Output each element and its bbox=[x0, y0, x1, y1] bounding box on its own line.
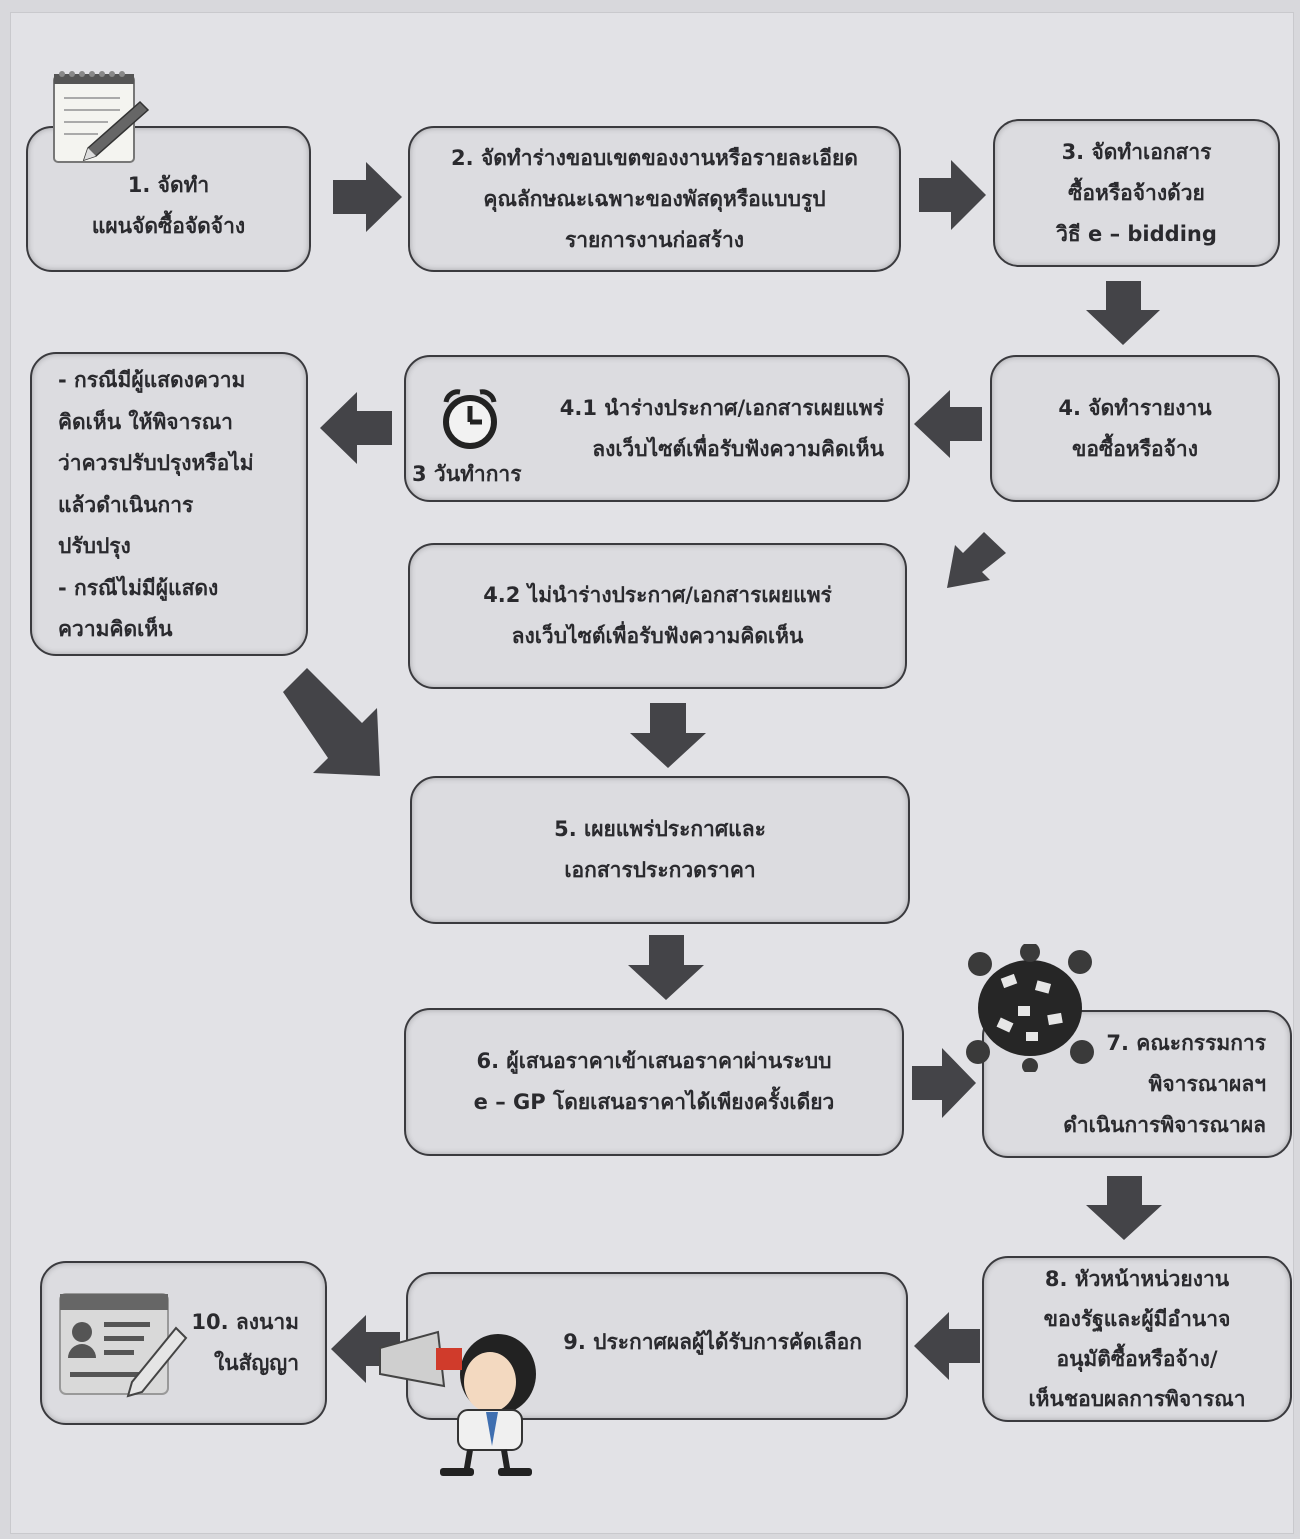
step-2-line-3: รายการงานก่อสร้าง bbox=[564, 227, 745, 252]
step-8-line-4: เห็นชอบผลการพิจารณา bbox=[1028, 1387, 1246, 1411]
arrow-7-to-8 bbox=[1086, 1176, 1162, 1240]
arrow-4-2-to-5 bbox=[630, 703, 706, 768]
step-10-line-2: ในสัญญา bbox=[213, 1351, 299, 1375]
comment-line-7: ความคิดเห็น bbox=[58, 617, 173, 641]
comment-line-3: ว่าควรปรับปรุงหรือไม่ bbox=[58, 451, 254, 475]
megaphone-man-icon bbox=[379, 1330, 536, 1476]
step-8-line-2: ของรัฐและผู้มีอำนาจ bbox=[1043, 1307, 1231, 1331]
step-6-box: 6. ผู้เสนอราคาเข้าเสนอราคาผ่านระบบ e – G… bbox=[404, 1008, 904, 1156]
step-4-line-2: ขอซื้อหรือจ้าง bbox=[1072, 436, 1198, 461]
step-8-line-1: 8. หัวหน้าหน่วยงาน bbox=[1044, 1267, 1230, 1291]
arrow-4-1-to-comment bbox=[320, 392, 392, 464]
comment-line-5: ปรับปรุง bbox=[58, 534, 131, 558]
step-4-1-line-2: ลงเว็บไซต์เพื่อรับฟังความคิดเห็น bbox=[592, 436, 884, 461]
alarm-clock-icon bbox=[443, 389, 497, 449]
step-4-2-line-2: ลงเว็บไซต์เพื่อรับฟังความคิดเห็น bbox=[511, 624, 804, 648]
comment-line-6: - กรณีไม่มีผู้แสดง bbox=[58, 575, 219, 600]
step-8-box: 8. หัวหน้าหน่วยงาน ของรัฐและผู้มีอำนาจ อ… bbox=[982, 1256, 1292, 1422]
comment-box: - กรณีมีผู้แสดงความ คิดเห็น ให้พิจารณา ว… bbox=[30, 352, 308, 656]
step-8-line-3: อนุมัติซื้อหรือจ้าง/ bbox=[1056, 1347, 1218, 1371]
arrow-3-to-4 bbox=[1086, 281, 1160, 345]
contract-icon bbox=[59, 1293, 188, 1398]
step-4-line-1: 4. จัดทำรายงาน bbox=[1058, 395, 1212, 420]
step-10-line-1: 10. ลงนาม bbox=[191, 1310, 299, 1334]
step-3-line-1: 3. จัดทำเอกสาร bbox=[1061, 139, 1212, 164]
arrow-4-to-4-1 bbox=[914, 390, 982, 458]
step-4-1-line-1: 4.1 นำร่างประกาศ/เอกสารเผยแพร่ bbox=[559, 395, 884, 420]
arrow-1-to-2 bbox=[333, 162, 402, 232]
step-3-box: 3. จัดทำเอกสาร ซื้อหรือจ้างด้วย วิธี e –… bbox=[993, 119, 1280, 267]
step-2-box: 2. จัดทำร่างขอบเขตของงานหรือรายละเอียด ค… bbox=[408, 126, 901, 272]
step-7-line-2: พิจารณาผลฯ bbox=[1148, 1071, 1266, 1096]
step-4-2-box: 4.2 ไม่นำร่างประกาศ/เอกสารเผยแพร่ ลงเว็บ… bbox=[408, 543, 907, 689]
step-2-line-2: คุณลักษณะเฉพาะของพัสดุหรือแบบรูป bbox=[483, 186, 826, 211]
step-1-line-1: 1. จัดทำ bbox=[127, 173, 210, 197]
step-5-box: 5. เผยแพร่ประกาศและ เอกสารประกวดราคา bbox=[410, 776, 910, 924]
comment-line-1: - กรณีมีผู้แสดงความ bbox=[58, 368, 246, 392]
step-9-line-1: 9. ประกาศผลผู้ได้รับการคัดเลือก bbox=[563, 1330, 862, 1354]
step-1-line-2: แผนจัดซื้อจัดจ้าง bbox=[91, 214, 246, 238]
notepad-icon bbox=[53, 71, 150, 163]
step-2-line-1: 2. จัดทำร่างขอบเขตของงานหรือรายละเอียด bbox=[451, 145, 858, 170]
arrow-2-to-3 bbox=[919, 160, 986, 230]
step-5-line-1: 5. เผยแพร่ประกาศและ bbox=[554, 817, 766, 841]
step-4-1-time-label: 3 วันทำการ bbox=[412, 462, 522, 486]
step-6-line-2: e – GP โดยเสนอราคาได้เพียงครั้งเดียว bbox=[473, 1090, 835, 1114]
arrow-comment-to-5 bbox=[283, 668, 380, 776]
step-5-line-2: เอกสารประกวดราคา bbox=[564, 858, 756, 882]
arrow-5-to-6 bbox=[628, 935, 704, 1000]
step-4-2-line-1: 4.2 ไม่นำร่างประกาศ/เอกสารเผยแพร่ bbox=[483, 583, 832, 607]
meeting-table-icon bbox=[966, 944, 1094, 1072]
comment-line-4: แล้วดำเนินการ bbox=[58, 492, 194, 517]
comment-line-2: คิดเห็น ให้พิจารณา bbox=[58, 409, 233, 434]
arrow-8-to-9 bbox=[914, 1312, 980, 1380]
step-7-line-1: 7. คณะกรรมการ bbox=[1106, 1030, 1266, 1055]
step-4-box: 4. จัดทำรายงาน ขอซื้อหรือจ้าง bbox=[990, 355, 1280, 502]
step-6-line-1: 6. ผู้เสนอราคาเข้าเสนอราคาผ่านระบบ bbox=[476, 1049, 832, 1073]
step-3-line-3: วิธี e – bidding bbox=[1056, 221, 1217, 246]
arrow-4-to-4-2 bbox=[947, 532, 1006, 588]
step-3-line-2: ซื้อหรือจ้างด้วย bbox=[1068, 180, 1205, 205]
arrow-6-to-7 bbox=[912, 1048, 976, 1118]
step-7-line-3: ดำเนินการพิจารณาผล bbox=[1063, 1112, 1266, 1137]
